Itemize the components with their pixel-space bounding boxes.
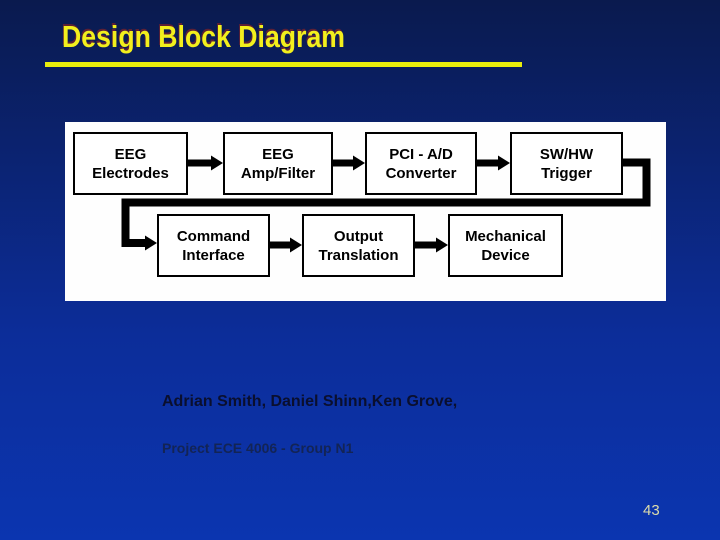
arrow-ampfilter-to-converter bbox=[333, 155, 365, 171]
box-label-line: Mechanical bbox=[465, 227, 546, 245]
diagram-box-mechanical-device: Mechanical Device bbox=[448, 214, 563, 277]
page-number: 43 bbox=[643, 502, 660, 519]
authors-text: Adrian Smith, Daniel Shinn,Ken Grove, bbox=[162, 393, 458, 410]
box-label-line: Translation bbox=[318, 246, 399, 264]
title-underline bbox=[45, 62, 522, 67]
diagram-box-command-interface: Command Interface bbox=[157, 214, 270, 277]
diagram-box-output-translation: Output Translation bbox=[302, 214, 415, 277]
arrow-command-to-output bbox=[270, 237, 302, 253]
diagram-box-pci-ad-converter: PCI - A/D Converter bbox=[365, 132, 477, 195]
box-label-line: Trigger bbox=[541, 164, 592, 182]
box-label-line: Electrodes bbox=[92, 164, 169, 182]
box-label-line: Output bbox=[333, 227, 384, 245]
block-diagram-panel: EEG Electrodes EEG Amp/Filter PCI - A/D … bbox=[65, 122, 666, 301]
arrow-output-to-device bbox=[415, 237, 448, 253]
arrow-converter-to-trigger bbox=[477, 155, 510, 171]
arrow-electrodes-to-ampfilter bbox=[188, 155, 223, 171]
box-label-line: SW/HW bbox=[539, 145, 594, 163]
box-label-line: Device bbox=[481, 246, 530, 264]
page-title: Design Block Diagram bbox=[62, 19, 345, 54]
box-label-line: EEG bbox=[262, 145, 294, 163]
connector-trigger-to-command bbox=[121, 158, 651, 251]
box-label-line: Interface bbox=[182, 246, 245, 264]
project-text: Project ECE 4006 - Group N1 bbox=[162, 440, 354, 456]
diagram-box-sw-hw-trigger: SW/HW Trigger bbox=[510, 132, 623, 195]
diagram-connectors bbox=[121, 155, 651, 253]
box-label-line: PCI - A/D bbox=[389, 145, 453, 163]
box-label-line: Command bbox=[176, 227, 251, 245]
diagram-box-eeg-amp-filter: EEG Amp/Filter bbox=[223, 132, 333, 195]
box-label-line: EEG bbox=[114, 145, 147, 163]
box-label-line: Converter bbox=[385, 164, 457, 182]
diagram-box-eeg-electrodes: EEG Electrodes bbox=[73, 132, 188, 195]
box-label-line: Amp/Filter bbox=[240, 164, 316, 182]
